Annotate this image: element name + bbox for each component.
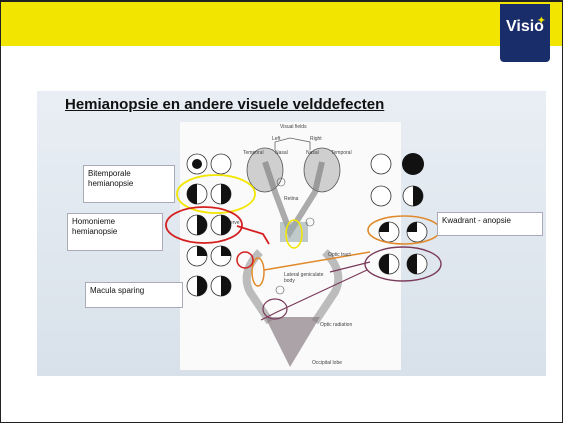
field-blind-right-eye [370, 153, 424, 175]
visio-logo: Visio ✦ [500, 4, 550, 62]
field-bitemporal [186, 183, 232, 205]
red-ring [165, 206, 243, 244]
retina-label: Retina [284, 196, 299, 202]
purple-ring [364, 246, 442, 282]
field-quadrant-anopsia [378, 221, 428, 243]
temporal-left-label: Temporal [243, 150, 264, 156]
field-temporal-right [370, 185, 424, 207]
left-label: Left [272, 136, 281, 142]
occipital-lobe-shape [265, 317, 320, 367]
lgn-label: Lateral geniculate body [284, 272, 324, 284]
visual-pathway-svg [236, 137, 371, 367]
field-homonymous-right [378, 253, 428, 275]
slide-title: Hemianopsie en andere visuele velddefect… [65, 96, 385, 113]
temporal-right-label: Temporal [331, 150, 352, 156]
nasal-left-label: Nasal [275, 150, 288, 156]
header-bar [1, 2, 562, 46]
right-field-icons [370, 153, 428, 275]
optic-radiation-label: Optic radiation [320, 322, 353, 328]
logo-bird-icon: ✦ [536, 15, 546, 27]
field-normal-left [186, 153, 232, 175]
label-quadrant: Kwadrant - anopsie [437, 212, 543, 236]
nasal-right-label: Nasal [306, 150, 319, 156]
red-connector [236, 225, 270, 245]
field-homonymous [186, 214, 232, 236]
occipital-lobe-label: Occipital lobe [312, 360, 343, 366]
label-bitemporal: Bitemporale hemianopsie [83, 165, 175, 203]
visual-fields-label: Visual fields [280, 124, 307, 130]
field-upper-quadrant [186, 245, 232, 267]
left-field-icons [186, 153, 232, 297]
field-macula-sparing [186, 275, 232, 297]
yellow-ring [176, 174, 256, 214]
logo-text: Visio [506, 18, 544, 35]
purple-connector [260, 269, 368, 321]
right-label: Right [310, 136, 322, 142]
label-homonymous: Homonieme hemianopsie [67, 213, 163, 251]
label-macula: Macula sparing [85, 282, 183, 308]
optic-tract-label: Optic tract [328, 252, 351, 258]
orange-ring [367, 215, 441, 245]
